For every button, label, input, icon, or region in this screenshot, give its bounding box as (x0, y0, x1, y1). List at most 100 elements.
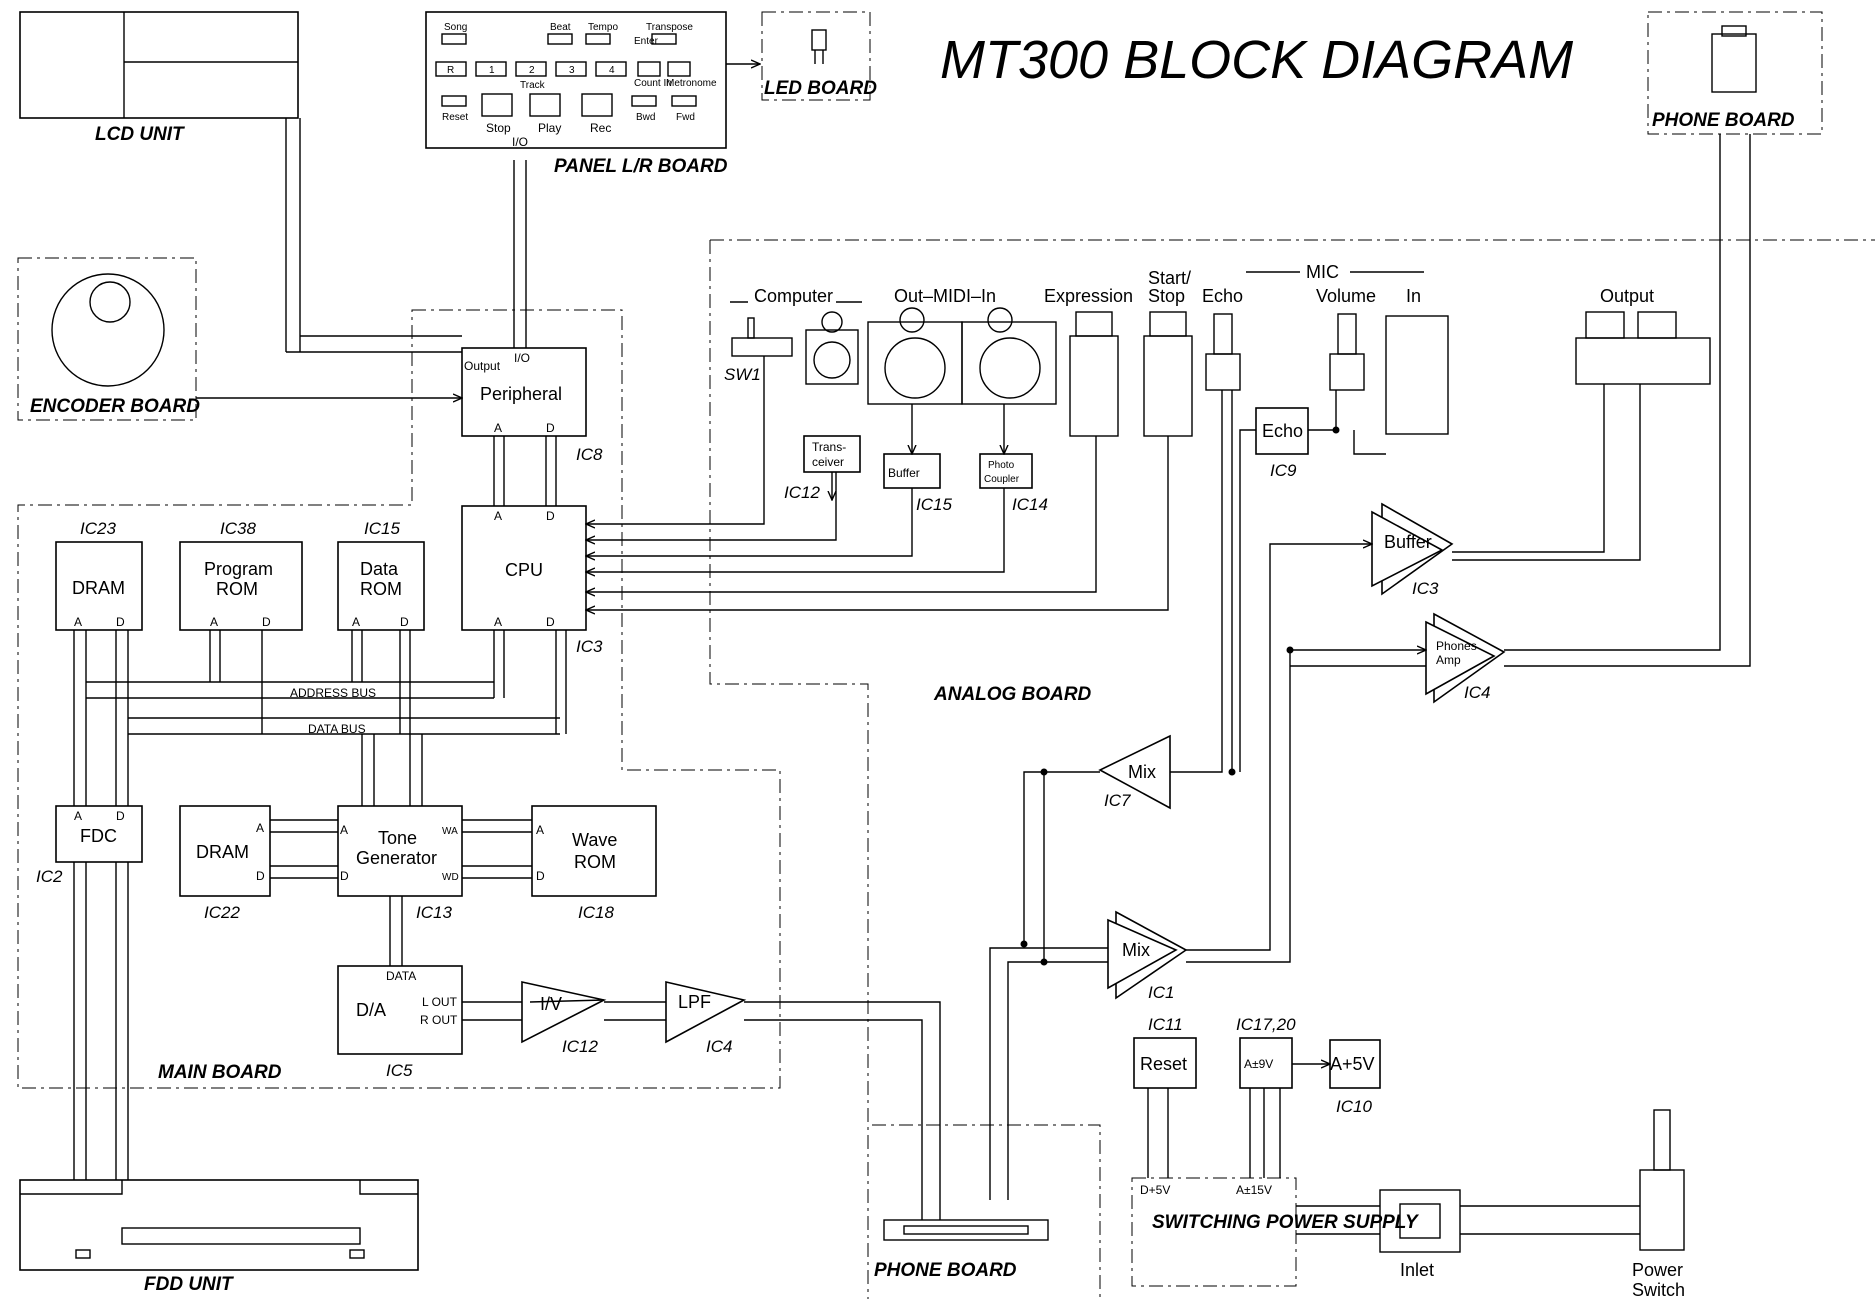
mix-ic7-label: Mix (1128, 762, 1156, 782)
enter-label: Enter (634, 36, 659, 47)
data-rom-label1: Data (360, 559, 399, 579)
transpose-label: Transpose (646, 22, 693, 33)
program-rom-a-label: A (210, 615, 218, 629)
buses: ADDRESS BUS DATA BUS (86, 681, 560, 736)
d5v-label: D+5V (1140, 1183, 1170, 1197)
iv-block: I/V IC12 (521, 981, 607, 1056)
transceiver-block: Trans- ceiver IC12 (784, 435, 861, 502)
cpu-block: A D CPU A D IC3 (461, 505, 603, 656)
photo-coupler-label1: Photo (988, 460, 1015, 471)
reset-ic-label: IC11 (1148, 1015, 1183, 1034)
dram-ic22-ic-label: IC22 (204, 903, 240, 922)
wave-rom-ic-label: IC18 (578, 903, 614, 922)
phone-board-top-label: PHONE BOARD (1652, 110, 1795, 131)
output-jacks: Output (1575, 286, 1711, 385)
computer-jack: Computer SW1 (724, 286, 862, 385)
buffer-ic15-label: Buffer (888, 466, 920, 480)
da-label: D/A (356, 1000, 386, 1020)
fdd-unit-label: FDD UNIT (144, 1274, 234, 1295)
data-rom-label2: ROM (360, 579, 402, 599)
program-rom-ic-label: IC38 (220, 519, 256, 538)
beat-label: Beat (550, 22, 571, 33)
peripheral-io-label: I/O (514, 351, 530, 365)
output-label: Output (1600, 286, 1654, 306)
lcd-unit-label: LCD UNIT (95, 124, 185, 145)
dram-ic23-ic-label: IC23 (80, 519, 116, 538)
reset-label: Reset (1140, 1054, 1187, 1074)
dram-ic22-label: DRAM (196, 842, 249, 862)
reset-label: Reset (442, 112, 468, 123)
data-bus-label: DATA BUS (308, 722, 366, 736)
wave-rom-label2: ROM (574, 852, 616, 872)
da-data-label: DATA (386, 969, 416, 983)
phone-board-bottom: PHONE BOARD (874, 1219, 1049, 1281)
phones-amp-label2: Amp (1436, 653, 1461, 667)
a5v-ic-label: IC10 (1336, 1097, 1372, 1116)
phones-amp-block: Phones Amp IC4 (1425, 612, 1506, 704)
data-rom-a-label: A (352, 615, 360, 629)
panel-board: Song Beat Tempo Transpose Enter R 1 2 3 … (425, 11, 728, 177)
phone-board-bottom-label: PHONE BOARD (874, 1260, 1017, 1281)
peripheral-ic-label: IC8 (576, 445, 603, 464)
tone-generator-block: Tone Generator A D WA WD IC13 (337, 805, 463, 922)
switching-power-supply: D+5V A±15V SWITCHING POWER SUPPLY (1131, 1177, 1420, 1287)
metronome-label: Metronome (666, 78, 717, 89)
data-rom-d-label: D (400, 615, 409, 629)
inlet: Inlet (1379, 1189, 1461, 1280)
mix-ic7-block: Mix IC7 (1098, 734, 1171, 810)
tone-generator-ic-label: IC13 (416, 903, 452, 922)
lpf-block: LPF IC4 (665, 980, 747, 1056)
a9v-ic-label: IC17,20 (1236, 1015, 1296, 1034)
fdc-label: FDC (80, 826, 117, 846)
psu-label: SWITCHING POWER SUPPLY (1152, 1212, 1420, 1233)
echo-ic9-label: Echo (1262, 421, 1303, 441)
power-switch-label2: Switch (1632, 1280, 1685, 1299)
photo-coupler-label2: Coupler (984, 474, 1020, 485)
tone-generator-wa-label: WA (442, 826, 458, 837)
a9v-block: IC17,20 A±9V (1236, 1015, 1296, 1089)
data-rom-ic-label: IC15 (364, 519, 400, 538)
start-label: Start/ (1148, 268, 1191, 288)
dram-ic23-block: IC23 DRAM A D (55, 519, 143, 631)
wave-rom-block: Wave ROM A D IC18 (531, 805, 657, 922)
volume-label: Volume (1316, 286, 1376, 306)
rec-label: Rec (590, 121, 611, 135)
expression-jack: Expression (1044, 286, 1133, 437)
board-outlines (17, 11, 1875, 1299)
lcd-unit: LCD UNIT (19, 11, 299, 145)
mix-ic7-ic-label: IC7 (1104, 791, 1131, 810)
phones-amp-label1: Phones (1436, 639, 1477, 653)
fdc-d-label: D (116, 809, 125, 823)
a5v-block: A+5V IC10 (1329, 1039, 1381, 1116)
buffer-ic3-block: Buffer IC3 (1371, 502, 1454, 598)
echo-jack-label: Echo (1202, 286, 1243, 306)
transceiver-ic-label: IC12 (784, 483, 820, 502)
photo-coupler-block: Photo Coupler IC14 (979, 453, 1048, 514)
fdd-unit: FDD UNIT (19, 1179, 419, 1295)
peripheral-block: Output I/O Peripheral A D IC8 (461, 347, 603, 464)
a9v-label: A±9V (1244, 1057, 1273, 1071)
dram-ic23-label: DRAM (72, 578, 125, 598)
panel-board-label: PANEL L/R BOARD (554, 156, 728, 177)
da-lout-label: L OUT (422, 995, 458, 1009)
dram-ic22-d-label: D (256, 869, 265, 883)
peripheral-d-label: D (546, 421, 555, 435)
program-rom-label2: ROM (216, 579, 258, 599)
play-label: Play (538, 121, 561, 135)
program-rom-label1: Program (204, 559, 273, 579)
fwd-label: Fwd (676, 112, 695, 123)
wave-rom-label1: Wave (572, 830, 617, 850)
inlet-label: Inlet (1400, 1260, 1434, 1280)
power-switch-label1: Power (1632, 1260, 1683, 1280)
panel-io-label: I/O (512, 135, 528, 149)
mix-ic1-label: Mix (1122, 940, 1150, 960)
tempo-label: Tempo (588, 22, 618, 33)
song-label: Song (444, 22, 467, 33)
fdc-a-label: A (74, 809, 82, 823)
cpu-label: CPU (505, 560, 543, 580)
connection-wires (73, 118, 1751, 1235)
stop-label: Stop (486, 121, 511, 135)
diagram-title: MT300 BLOCK DIAGRAM (940, 30, 1573, 90)
in-label: In (1406, 286, 1421, 306)
echo-ic9-block: Echo IC9 (1255, 407, 1309, 480)
